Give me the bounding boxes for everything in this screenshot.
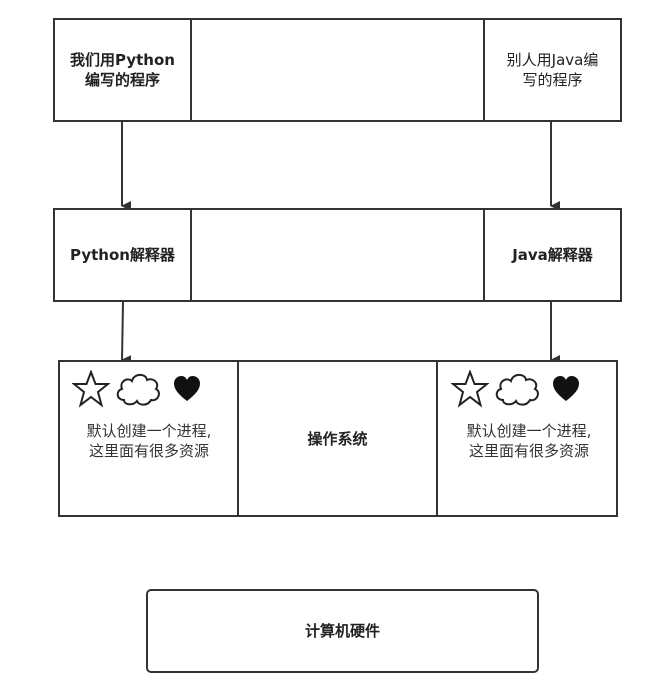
java-interpreter-label: Java解释器: [512, 246, 593, 264]
os-row: [58, 360, 618, 517]
star-icon: [72, 370, 110, 408]
python-program-label: 我们用Python 编写的程序: [70, 51, 175, 89]
java-interpreter-cell: Java解释器: [485, 210, 620, 300]
python-interpreter-cell: Python解释器: [55, 210, 190, 300]
heart-icon: [174, 376, 200, 401]
right-process-note-text: 默认创建一个进程, 这里面有很多资源: [466, 422, 592, 460]
programs-middle-cell: [192, 20, 483, 120]
os-cell: 操作系统: [239, 362, 436, 515]
left-process-note-text: 默认创建一个进程, 这里面有很多资源: [86, 422, 212, 460]
os-label: 操作系统: [307, 429, 368, 448]
programs-divider-left: [190, 18, 192, 122]
java-program-label: 别人用Java编 写的程序: [506, 51, 599, 89]
interpreters-row: [53, 208, 622, 302]
heart-icon: [553, 376, 579, 401]
hardware-box: 计算机硬件: [146, 589, 539, 673]
right-process-icons: [451, 370, 581, 408]
programs-divider-right: [483, 18, 485, 122]
interpreters-divider-right: [483, 208, 485, 302]
os-divider-left: [237, 360, 239, 517]
os-divider-right: [436, 360, 438, 517]
hardware-label: 计算机硬件: [304, 622, 380, 640]
java-program-cell: 别人用Java编 写的程序: [485, 20, 620, 120]
interpreters-divider-left: [190, 208, 192, 302]
arrow-left-2: [121, 301, 132, 366]
cloud-icon: [116, 373, 160, 406]
programs-row: [53, 18, 622, 122]
cloud-icon: [495, 373, 539, 406]
left-process-icons: [72, 370, 202, 408]
python-interpreter-label: Python解释器: [70, 246, 175, 264]
left-process-note: 默认创建一个进程, 这里面有很多资源: [64, 421, 234, 461]
right-process-note: 默认创建一个进程, 这里面有很多资源: [444, 421, 614, 461]
star-icon: [451, 370, 489, 408]
python-program-cell: 我们用Python 编写的程序: [55, 20, 190, 120]
